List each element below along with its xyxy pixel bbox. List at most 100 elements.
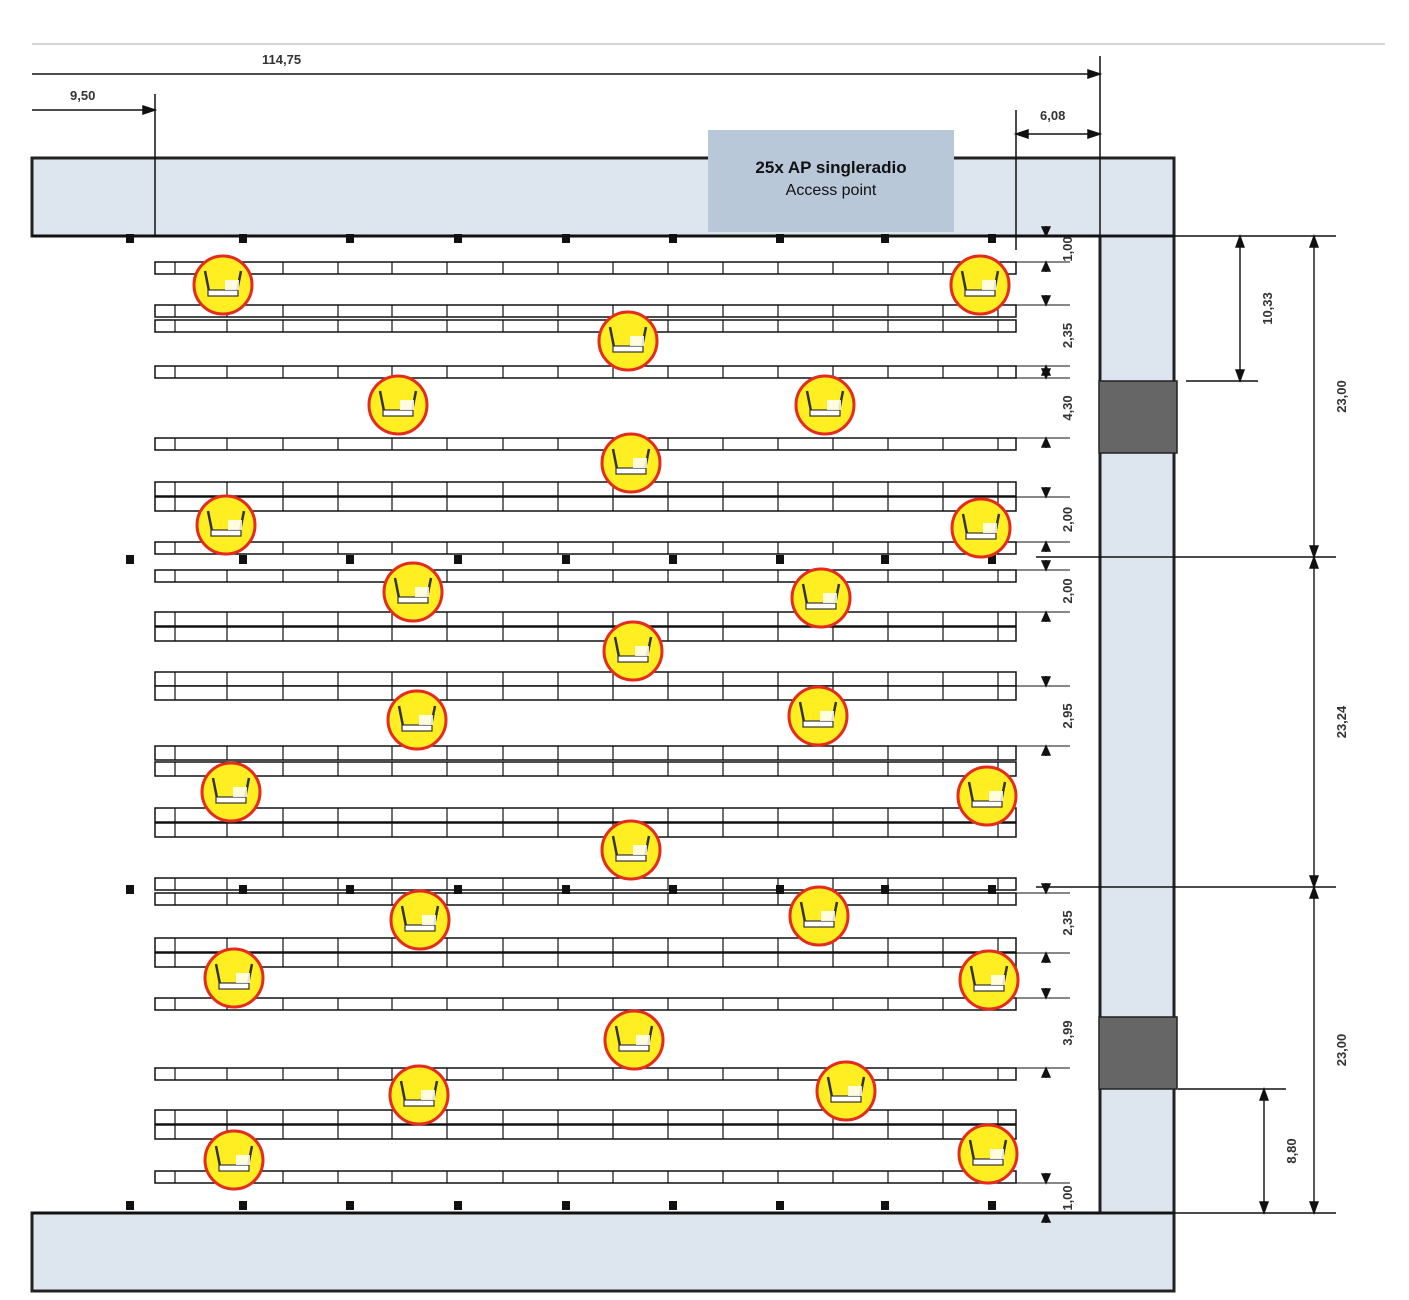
- rack-row: [154, 745, 1017, 761]
- post: [454, 1201, 462, 1210]
- access-point-icon: [603, 1009, 665, 1071]
- gap-dimension-label: 2,35: [1060, 910, 1075, 935]
- legend-subtitle: Access point: [785, 182, 877, 199]
- gap-dimension: 2,00: [1016, 560, 1075, 622]
- gap-dimension: 2,35: [1016, 883, 1075, 963]
- column-lower: [1098, 1016, 1178, 1090]
- post: [669, 1201, 677, 1210]
- rack-row: [154, 997, 1017, 1011]
- gap-dimension-label: 3,99: [1060, 1020, 1075, 1045]
- post: [346, 1201, 354, 1210]
- right-dimension: 23,24: [1309, 554, 1349, 890]
- post: [454, 234, 462, 243]
- post: [776, 1201, 784, 1210]
- gap-dimension-label: 2,00: [1060, 578, 1075, 603]
- rack-row: [154, 319, 1017, 333]
- right-dimension-label: 23,24: [1334, 705, 1349, 738]
- rack-row: [154, 304, 1017, 318]
- row-gap-dimensions: 1,00 2,35 4,30 2,00 2,00 2,95 2,35 3,99 1,00: [1016, 226, 1075, 1223]
- rack-row: [154, 1067, 1017, 1081]
- rack-row: [154, 569, 1017, 583]
- access-point-icon: [367, 374, 429, 436]
- access-point-icon: [788, 885, 850, 947]
- access-point-icon: [192, 254, 254, 316]
- post: [776, 555, 784, 564]
- post: [669, 234, 677, 243]
- gap-dimension-label: 4,30: [1060, 395, 1075, 420]
- rack-row: [154, 541, 1017, 555]
- gap-dimension: 3,99: [1016, 988, 1075, 1078]
- rack-row: [154, 481, 1017, 497]
- post: [126, 1201, 134, 1210]
- post: [988, 885, 996, 894]
- right-dimension: 10,33: [1235, 233, 1275, 384]
- post: [988, 555, 996, 564]
- post: [346, 885, 354, 894]
- access-point-icon: [386, 689, 448, 751]
- right-dimension-label: 23,00: [1334, 1034, 1349, 1067]
- access-point-icon: [790, 567, 852, 629]
- dim-left-offset: 9,50: [70, 88, 95, 103]
- rack-row: [154, 671, 1017, 687]
- gap-dimension: 1,00: [1016, 226, 1075, 272]
- legend: 25x AP singleradio Access point: [708, 130, 954, 232]
- post: [454, 885, 462, 894]
- column-upper: [1098, 380, 1178, 454]
- post: [562, 234, 570, 243]
- access-point-icon: [600, 819, 662, 881]
- gap-dimension-label: 1,00: [1060, 1185, 1075, 1210]
- dim-total-width: 114,75: [262, 52, 301, 67]
- dimension-top: [32, 56, 1103, 250]
- post: [562, 1201, 570, 1210]
- post: [669, 555, 677, 564]
- rack-row: [154, 807, 1017, 823]
- access-point-icon: [950, 497, 1012, 559]
- access-point-icon: [949, 254, 1011, 316]
- gap-dimension: 2,00: [1016, 487, 1075, 552]
- rack-row: [154, 261, 1017, 275]
- rack-row: [154, 365, 1017, 379]
- post: [126, 555, 134, 564]
- right-dimension-label: 8,80: [1284, 1138, 1299, 1163]
- rack-row: [154, 822, 1017, 838]
- gap-dimension: 2,35: [1016, 295, 1075, 376]
- rack-row: [154, 1124, 1017, 1140]
- post: [881, 885, 889, 894]
- post: [239, 885, 247, 894]
- post: [562, 885, 570, 894]
- gap-dimension: 2,95: [1016, 676, 1075, 756]
- rack-row: [154, 437, 1017, 451]
- post: [239, 234, 247, 243]
- gap-dimension: 4,30: [1016, 368, 1075, 448]
- gap-dimension-label: 2,00: [1060, 507, 1075, 532]
- access-point-icon: [815, 1060, 877, 1122]
- rack-row: [154, 626, 1017, 642]
- post: [346, 234, 354, 243]
- post: [776, 885, 784, 894]
- rack-row: [154, 496, 1017, 512]
- top-corridor: [30, 156, 1176, 238]
- access-point-icon: [957, 1123, 1019, 1185]
- gap-dimension-label: 2,95: [1060, 703, 1075, 728]
- post: [562, 555, 570, 564]
- dim-right-offset: 6,08: [1040, 108, 1065, 123]
- post: [669, 885, 677, 894]
- gap-dimension-label: 1,00: [1060, 236, 1075, 261]
- post: [239, 1201, 247, 1210]
- rack-row: [154, 761, 1017, 777]
- right-dimension: 8,80: [1259, 1086, 1299, 1216]
- post: [454, 555, 462, 564]
- access-point-icon: [203, 947, 265, 1009]
- racks: [154, 261, 1017, 1184]
- bottom-corridor: [30, 1211, 1176, 1293]
- access-point-icon: [602, 620, 664, 682]
- access-point-icon: [597, 310, 659, 372]
- right-dimension: 23,00: [1309, 233, 1349, 560]
- right-dimension-label: 23,00: [1334, 380, 1349, 413]
- rack-row: [154, 892, 1017, 906]
- access-point-icon: [794, 374, 856, 436]
- access-point-icon: [787, 685, 849, 747]
- post: [988, 234, 996, 243]
- rack-row: [154, 877, 1017, 891]
